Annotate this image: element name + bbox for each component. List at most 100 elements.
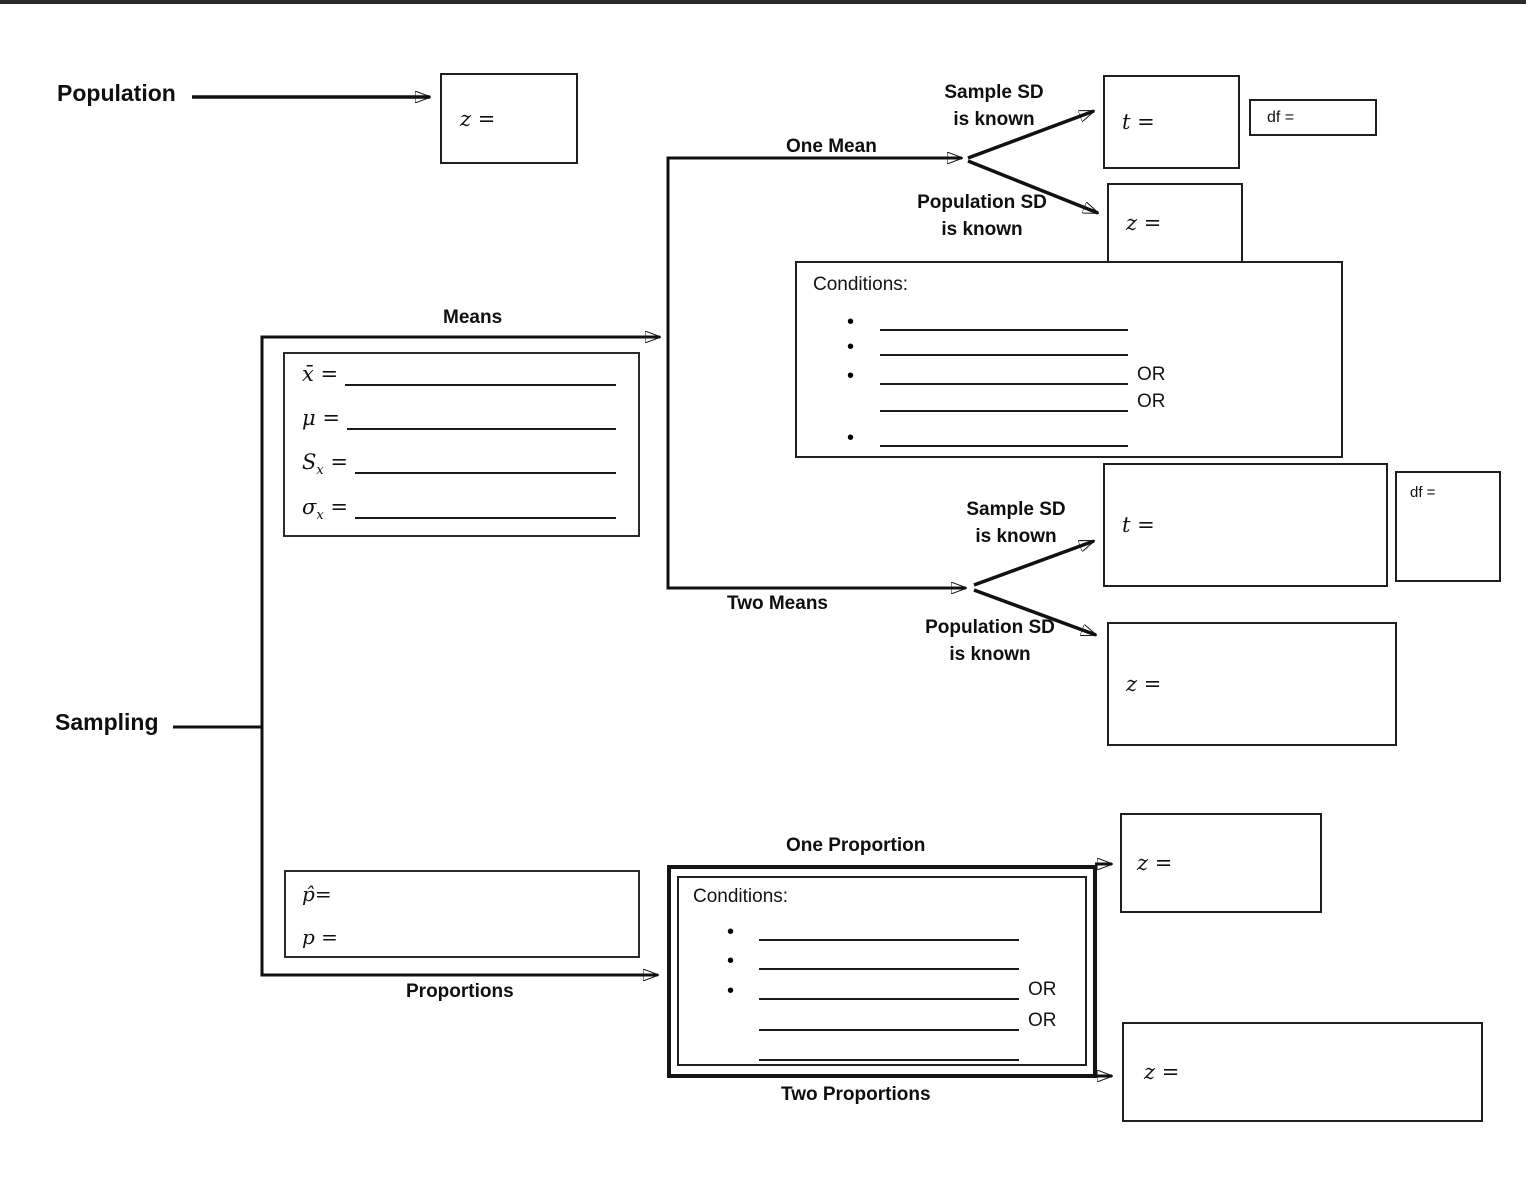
stat-row-mu: μ = bbox=[302, 406, 616, 430]
blank-line bbox=[759, 1005, 1019, 1031]
is-known-text: is known bbox=[949, 644, 1031, 665]
equals-sign: = bbox=[314, 882, 332, 906]
two-means-df-box: df = bbox=[1395, 471, 1501, 582]
sample-sd-text: Sample SD bbox=[966, 499, 1066, 520]
symbol-p-hat: p̂ bbox=[302, 882, 315, 906]
two-means-sample-sd-label: Sample SD is known bbox=[946, 496, 1086, 550]
condition-row: OR bbox=[847, 388, 1166, 412]
stat-symbol: μ = bbox=[302, 406, 340, 430]
symbol-subscript: x bbox=[316, 463, 324, 479]
bullet-icon: • bbox=[847, 427, 855, 449]
equals-sign: = bbox=[314, 925, 338, 949]
condition-row: • bbox=[847, 421, 1137, 449]
symbol-subscript: x bbox=[316, 508, 324, 524]
two-means-population-sd-label: Population SD is known bbox=[905, 614, 1075, 668]
z-equals-formula: z = bbox=[1126, 672, 1162, 696]
condition-row: • OR bbox=[727, 974, 1057, 1002]
sample-sd-text: Sample SD bbox=[944, 82, 1044, 103]
stat-row-xbar: x̄ = bbox=[302, 362, 616, 386]
blank-line bbox=[759, 944, 1019, 970]
condition-row: • bbox=[847, 305, 1137, 333]
branch-label-means: Means bbox=[443, 307, 503, 328]
equals-sign: = bbox=[313, 362, 339, 386]
blank-line bbox=[880, 386, 1128, 412]
one-mean-z-box: z = bbox=[1107, 183, 1243, 263]
df-equals-label: df = bbox=[1410, 484, 1436, 501]
stat-row-p: p = bbox=[302, 925, 616, 949]
bullet-icon: • bbox=[727, 950, 735, 972]
z-equals-formula: z = bbox=[1144, 1060, 1180, 1084]
proportions-conditions-box: Conditions: • • • OR OR bbox=[677, 876, 1087, 1066]
blank-line bbox=[355, 448, 616, 474]
branch-label-two-proportions: Two Proportions bbox=[781, 1084, 931, 1105]
is-known-text: is known bbox=[953, 109, 1035, 130]
one-mean-t-box: t = bbox=[1103, 75, 1240, 169]
means-conditions-box: Conditions: • • • OR OR • bbox=[795, 261, 1343, 458]
bullet-icon: • bbox=[847, 336, 855, 358]
population-sd-text: Population SD bbox=[917, 192, 1047, 213]
condition-row: • OR bbox=[847, 359, 1166, 387]
one-mean-population-sd-label: Population SD is known bbox=[902, 189, 1062, 243]
stat-symbol: σx = bbox=[302, 495, 348, 522]
stat-symbol: Sx = bbox=[302, 450, 348, 477]
bullet-icon: • bbox=[727, 980, 735, 1002]
condition-row bbox=[727, 1037, 1028, 1061]
means-statistics-box: x̄ = μ = Sx = σx = bbox=[283, 352, 640, 537]
one-mean-sample-sd-label: Sample SD is known bbox=[924, 79, 1064, 133]
condition-row: • bbox=[727, 944, 1028, 972]
conditions-title: Conditions: bbox=[693, 886, 789, 907]
stat-row-sx: Sx = bbox=[302, 448, 616, 477]
blank-line bbox=[880, 305, 1128, 331]
two-means-z-box: z = bbox=[1107, 622, 1397, 746]
symbol-sigma: σ bbox=[302, 495, 317, 519]
stat-symbol: x̄ = bbox=[302, 362, 338, 386]
is-known-text: is known bbox=[975, 526, 1057, 547]
branch-label-one-mean: One Mean bbox=[786, 136, 877, 157]
blank-line bbox=[880, 421, 1128, 447]
z-equals-formula: z = bbox=[460, 106, 496, 131]
bullet-icon: • bbox=[847, 311, 855, 333]
blank-line bbox=[354, 493, 616, 519]
two-proportions-z-box: z = bbox=[1122, 1022, 1483, 1122]
blank-line bbox=[880, 330, 1128, 356]
equals-sign: = bbox=[315, 406, 340, 430]
proportion-statistics-box: p̂= p = bbox=[284, 870, 640, 958]
symbol-mu: μ bbox=[302, 406, 316, 430]
blank-line bbox=[759, 1035, 1019, 1061]
symbol-s: S bbox=[302, 450, 317, 474]
z-equals-formula: z = bbox=[1137, 851, 1173, 875]
two-means-t-box: t = bbox=[1103, 463, 1388, 587]
or-label: OR bbox=[1028, 979, 1057, 1000]
symbol-p: p bbox=[302, 925, 315, 949]
or-label: OR bbox=[1028, 1010, 1057, 1031]
symbol-xbar: x̄ bbox=[302, 362, 314, 386]
stat-symbol: p = bbox=[302, 925, 338, 949]
stat-symbol: p̂= bbox=[302, 882, 332, 906]
blank-line bbox=[759, 915, 1019, 941]
or-label: OR bbox=[1137, 364, 1166, 385]
condition-row: OR bbox=[727, 1007, 1057, 1031]
window-top-edge bbox=[0, 0, 1526, 4]
equals-sign: = bbox=[323, 495, 348, 519]
condition-row: • bbox=[847, 330, 1137, 358]
population-node-label: Population bbox=[57, 80, 176, 106]
bullet-icon: • bbox=[847, 365, 855, 387]
blank-line bbox=[880, 359, 1128, 385]
t-equals-formula: t = bbox=[1122, 513, 1155, 537]
condition-row: • bbox=[727, 915, 1028, 942]
blank-line bbox=[759, 974, 1019, 1000]
is-known-text: is known bbox=[941, 219, 1023, 240]
stat-row-sigma: σx = bbox=[302, 493, 616, 522]
or-label: OR bbox=[1137, 391, 1166, 412]
branch-label-two-means: Two Means bbox=[727, 593, 828, 614]
population-sd-text: Population SD bbox=[925, 617, 1055, 638]
blank-line bbox=[346, 404, 616, 430]
conditions-title: Conditions: bbox=[813, 274, 909, 295]
population-z-box: z = bbox=[440, 73, 578, 164]
z-equals-formula: z = bbox=[1126, 211, 1162, 235]
branch-label-proportions: Proportions bbox=[406, 981, 514, 1002]
blank-line bbox=[345, 360, 616, 386]
sampling-node-label: Sampling bbox=[55, 709, 159, 735]
branch-label-one-proportion: One Proportion bbox=[786, 835, 926, 856]
